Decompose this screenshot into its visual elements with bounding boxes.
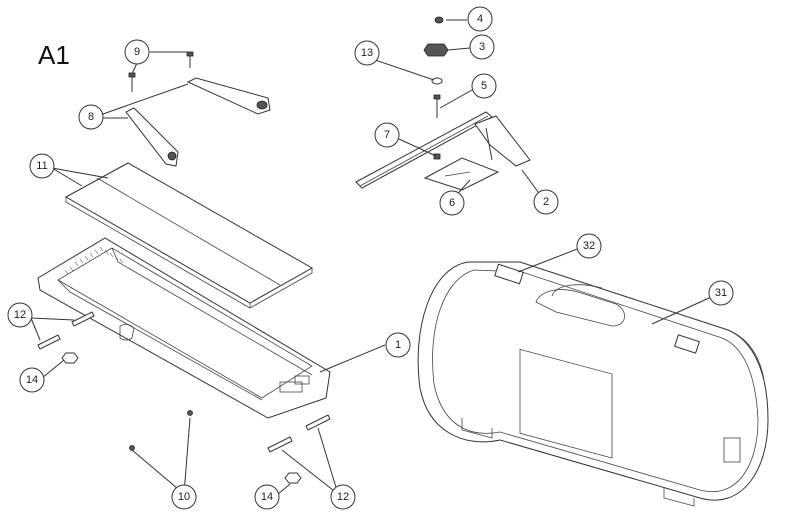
- callout-circle: [467, 6, 493, 32]
- callout-14-right: 14: [254, 484, 280, 510]
- part-4-nut: [434, 16, 444, 24]
- callout-label: 12: [337, 491, 349, 503]
- part-8-brackets: [125, 77, 271, 167]
- part-9-screws: [128, 51, 194, 92]
- callout-circle: [533, 189, 559, 215]
- callout-label: 10: [178, 491, 190, 503]
- callout-label: 11: [36, 160, 47, 172]
- part-12-pins-left: [37, 311, 95, 350]
- callout-9: 9: [124, 39, 150, 65]
- part-7-screw: [433, 153, 441, 160]
- callout-label: 9: [134, 46, 140, 58]
- callout-4: 4: [467, 6, 493, 32]
- callout-circle: [29, 153, 55, 179]
- callout-label: 32: [583, 240, 595, 252]
- callout-10: 10: [171, 484, 197, 510]
- callout-circle: [7, 302, 33, 328]
- callout-label: 31: [715, 287, 727, 299]
- part-3-knob: [423, 43, 449, 57]
- callout-circle: [374, 122, 400, 148]
- callout-3: 3: [469, 34, 495, 60]
- callout-circle: [124, 39, 150, 65]
- callout-label: 4: [477, 13, 483, 25]
- callout-circle: [171, 484, 197, 510]
- callout-circle: [385, 332, 411, 358]
- part-13-washer: [431, 77, 443, 85]
- callout-label: 1: [395, 339, 401, 351]
- callout-circle: [254, 484, 280, 510]
- callout-label: 14: [26, 374, 38, 386]
- callout-5: 5: [471, 73, 497, 99]
- callout-label: 14: [261, 491, 273, 503]
- callout-12-right: 12: [330, 484, 356, 510]
- callout-14-left: 14: [19, 367, 45, 393]
- callout-label: 6: [449, 197, 455, 209]
- callout-2: 2: [533, 189, 559, 215]
- callout-circle: [471, 73, 497, 99]
- callout-6: 6: [439, 190, 465, 216]
- part-5-bolt: [433, 94, 441, 118]
- callout-circle: [708, 280, 734, 306]
- callout-label: 2: [543, 196, 549, 208]
- part-10-screws: [129, 410, 193, 451]
- callout-8: 8: [78, 104, 104, 130]
- part-14-nut-left: [61, 352, 79, 364]
- callout-circle: [19, 367, 45, 393]
- callout-circle: [439, 190, 465, 216]
- callout-circle: [330, 484, 356, 510]
- callout-label: 13: [361, 47, 373, 59]
- carry-case: [417, 261, 769, 507]
- callout-32: 32: [576, 233, 602, 259]
- callouts: 1 2 3 4 5 6 7 8 9 10 11 12 12 13 14 14 3…: [7, 6, 734, 510]
- callout-12-left: 12: [7, 302, 33, 328]
- callout-31: 31: [708, 280, 734, 306]
- callout-13: 13: [354, 40, 380, 66]
- callout-circle: [354, 40, 380, 66]
- callout-circle: [469, 34, 495, 60]
- part-14-nut-right: [284, 472, 302, 484]
- callout-label: 3: [479, 41, 485, 53]
- callout-1: 1: [385, 332, 411, 358]
- part-12-pins-right: [267, 414, 331, 453]
- callout-circle: [78, 104, 104, 130]
- callout-7: 7: [374, 122, 400, 148]
- callout-label: 5: [481, 80, 487, 92]
- diagram-title: A1: [38, 40, 70, 70]
- callout-11: 11: [29, 153, 55, 179]
- part-6-square: [423, 157, 500, 191]
- part-11-plate: [64, 162, 314, 309]
- callout-label: 12: [14, 309, 26, 321]
- part-1-base-tray: [37, 237, 331, 419]
- callout-label: 8: [88, 111, 94, 123]
- callout-label: 7: [384, 129, 390, 141]
- callout-circle: [576, 233, 602, 259]
